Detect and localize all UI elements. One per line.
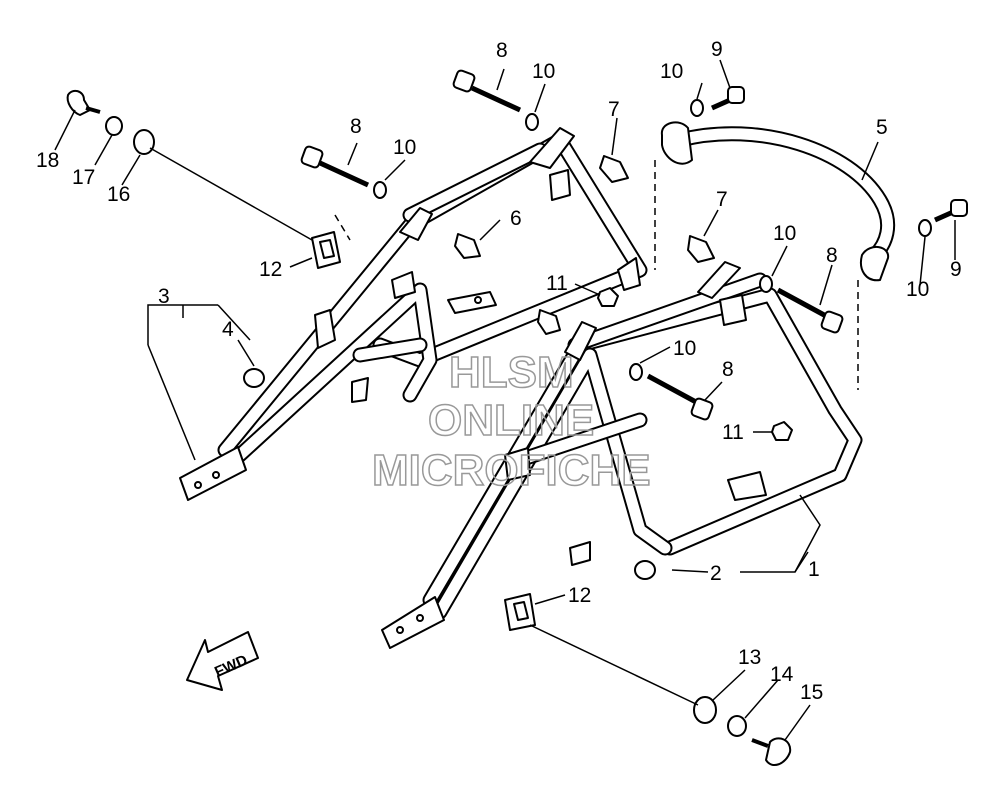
callout-9b: 9 (950, 258, 962, 281)
callout-11b: 11 (722, 421, 744, 444)
washers-10 (373, 99, 932, 381)
callout-8c: 8 (826, 244, 838, 267)
bolt-8-right (776, 287, 844, 334)
callout-5: 5 (876, 116, 888, 139)
callout-10f: 10 (906, 278, 929, 301)
callout-8b: 8 (350, 115, 362, 138)
bolt-8-top (452, 69, 522, 113)
callout-4: 4 (222, 318, 234, 341)
callout-13: 13 (738, 646, 761, 669)
callout-16: 16 (107, 183, 130, 206)
callout-labels: 1 2 3 4 5 6 7 7 8 8 8 8 9 9 10 10 10 10 … (36, 38, 962, 704)
right-stay-assembly (381, 261, 863, 649)
callout-18: 18 (36, 149, 59, 172)
callout-10e: 10 (673, 337, 696, 360)
clip-12-upper (311, 231, 341, 269)
watermark-line3: MICROFICHE (372, 446, 651, 495)
callout-10c: 10 (660, 60, 683, 83)
bolt-9-top (710, 86, 745, 111)
callout-11a: 11 (546, 272, 568, 295)
left-stay-assembly (179, 127, 648, 501)
bolt-8-left (300, 145, 370, 188)
callout-3: 3 (158, 285, 170, 308)
fastener-set-lower (693, 696, 792, 767)
leader-lines (54, 59, 956, 741)
watermark-line2: ONLINE (428, 396, 594, 445)
callout-10d: 10 (773, 222, 796, 245)
callout-17: 17 (72, 166, 95, 189)
callout-14: 14 (770, 663, 794, 686)
callout-7a: 7 (608, 98, 620, 121)
fastener-set-upper (66, 89, 155, 155)
connecting-bar-5 (660, 121, 896, 282)
callout-8d: 8 (722, 358, 734, 381)
clip-12-lower (504, 593, 536, 631)
fwd-arrow-icon: FWD (186, 631, 259, 691)
callout-15: 15 (800, 681, 823, 704)
bolt-9-right (933, 199, 968, 223)
bolt-8-center (646, 373, 714, 421)
callout-8a: 8 (496, 39, 508, 62)
callout-1: 1 (808, 558, 820, 581)
callout-10b: 10 (393, 136, 416, 159)
callout-12a: 12 (259, 258, 282, 281)
collars (454, 155, 715, 335)
watermark: HLSM ONLINE MICROFICHE (371, 347, 651, 496)
callout-2: 2 (710, 562, 722, 585)
callout-6: 6 (510, 207, 522, 230)
callout-10a: 10 (532, 60, 555, 83)
cap-4 (243, 368, 265, 388)
watermark-line1: HLSM (449, 348, 574, 397)
callout-12b: 12 (568, 584, 591, 607)
callout-7b: 7 (716, 188, 728, 211)
callout-9a: 9 (711, 38, 723, 61)
cap-2 (634, 560, 656, 580)
